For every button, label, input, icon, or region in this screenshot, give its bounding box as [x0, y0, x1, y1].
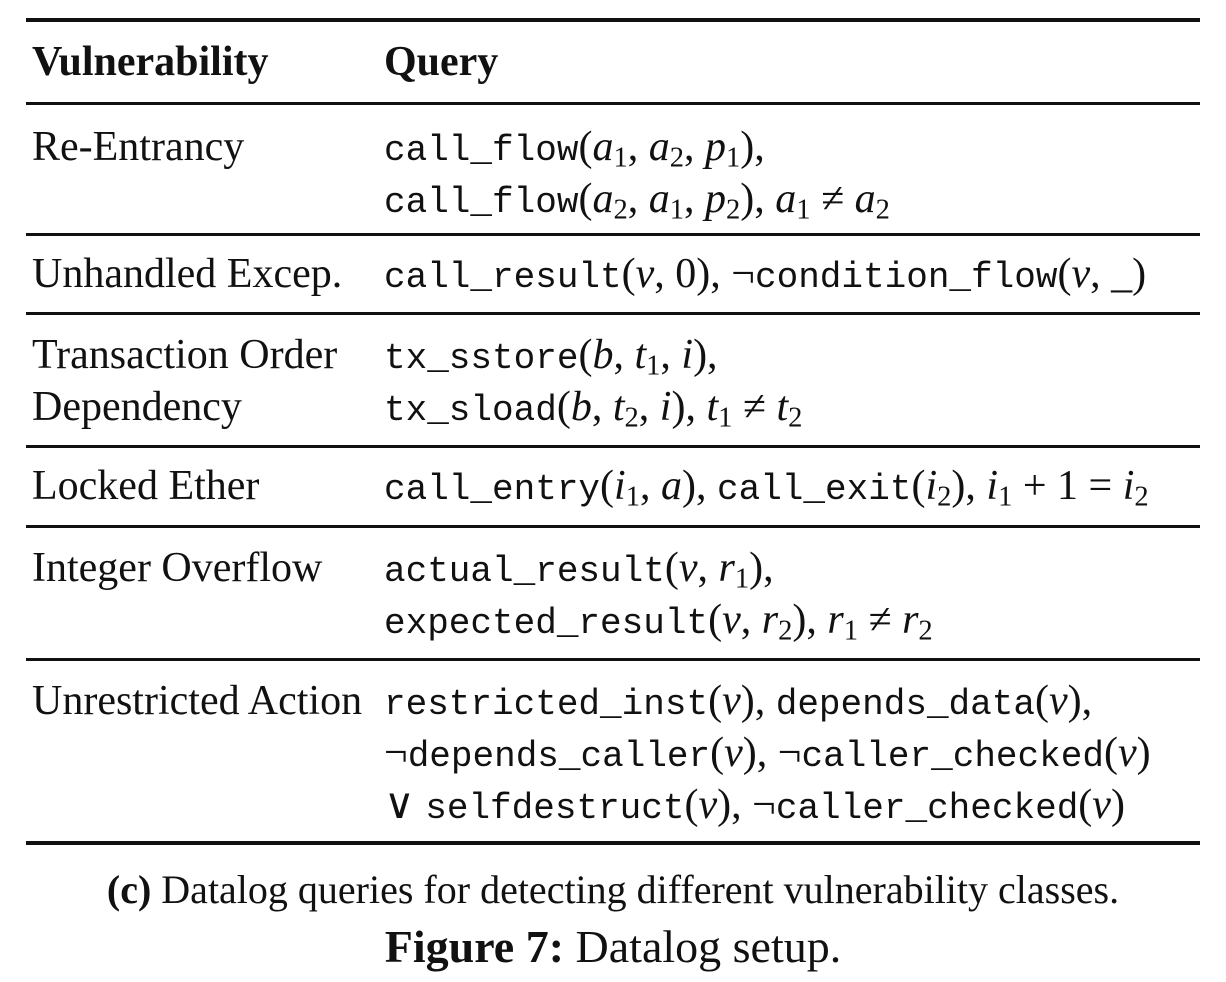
table-header: Vulnerability Query — [26, 22, 1200, 102]
header-rule — [26, 102, 1200, 105]
row-rule — [26, 233, 1200, 236]
row-name: Integer Overflow — [32, 545, 323, 591]
row-name: Re-Entrancy — [32, 124, 245, 170]
row-query: tx_sstore(b, t1, i), tx_sload(b, t2, i),… — [384, 332, 803, 434]
table-row: Transaction Order Dependency tx_sstore(b… — [26, 315, 1200, 445]
table-row: Integer Overflow actual_result(v, r1), e… — [26, 528, 1200, 658]
row-query: call_result(v, 0), ¬condition_flow(v, _) — [384, 251, 1147, 298]
row-name: Locked Ether — [32, 463, 260, 509]
figure-text: Datalog setup. — [564, 921, 842, 972]
row-query: call_entry(i1, a), call_exit(i2), i1 + 1… — [384, 463, 1149, 513]
vulnerability-query-table: Vulnerability Query Re-Entrancy call_flo… — [26, 18, 1200, 845]
top-rule — [26, 18, 1200, 22]
subfigure-caption: (c) Datalog queries for detecting differ… — [0, 866, 1226, 913]
bottom-rule — [26, 841, 1200, 845]
subfigure-label: (c) — [106, 867, 152, 912]
row-name: Transaction Order Dependency — [32, 332, 338, 430]
row-query: restricted_inst(v), depends_data(v), ¬de… — [384, 678, 1151, 829]
header-query: Query — [384, 39, 499, 85]
row-query: call_flow(a1, a2, p1), call_flow(a2, a1,… — [384, 124, 890, 226]
row-query: actual_result(v, r1), expected_result(v,… — [384, 545, 933, 647]
row-name: Unrestricted Action — [32, 678, 363, 724]
subfigure-text: Datalog queries for detecting different … — [151, 867, 1120, 912]
header-vulnerability: Vulnerability — [32, 39, 269, 85]
row-rule — [26, 312, 1200, 315]
figure-caption: Figure 7: Datalog setup. — [0, 920, 1226, 973]
table-row: Unrestricted Action restricted_inst(v), … — [26, 661, 1200, 841]
row-rule — [26, 525, 1200, 528]
table-row: Re-Entrancy call_flow(a1, a2, p1), call_… — [26, 105, 1200, 233]
table-row: Locked Ether call_entry(i1, a), call_exi… — [26, 448, 1200, 525]
table-row: Unhandled Excep. call_result(v, 0), ¬con… — [26, 236, 1200, 312]
figure-label: Figure 7: — [384, 921, 565, 972]
row-name: Unhandled Excep. — [32, 251, 343, 297]
row-rule — [26, 445, 1200, 448]
row-rule — [26, 658, 1200, 661]
